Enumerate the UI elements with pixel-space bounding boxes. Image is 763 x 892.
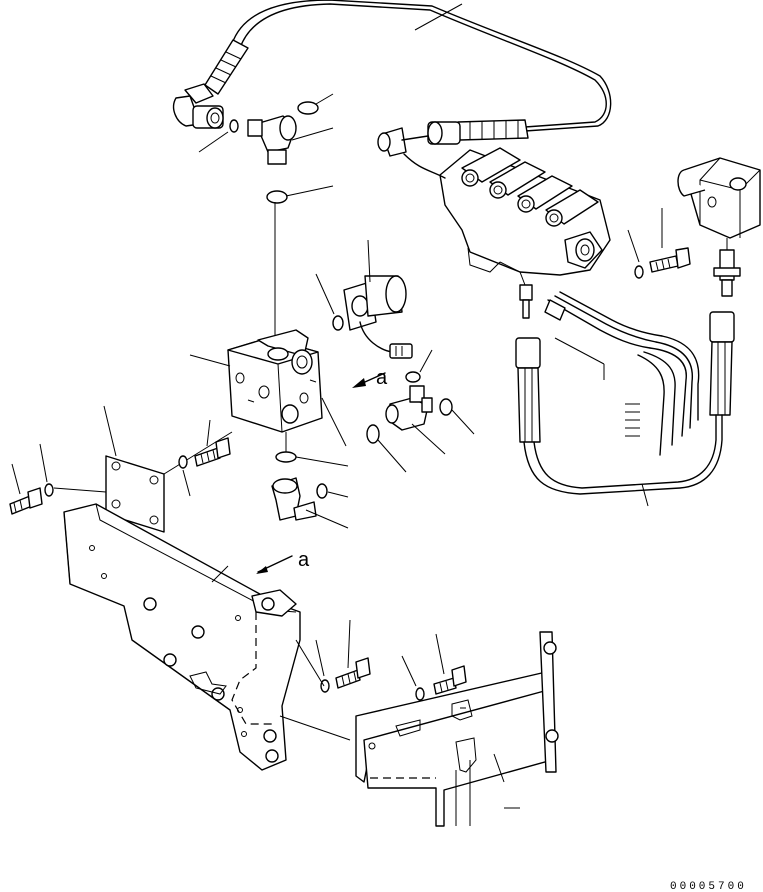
assembly-axis-line — [322, 398, 346, 446]
check-valve-fitting — [386, 386, 432, 430]
top-hydraulic-hose — [174, 0, 611, 144]
bolt-washer-mid — [179, 438, 230, 468]
assembly-axis-line — [296, 640, 324, 686]
o-ring — [267, 191, 287, 203]
hidden-outline — [232, 612, 272, 724]
leader-line — [212, 566, 228, 582]
leader-line — [316, 94, 333, 104]
bolt-washer-lower — [416, 666, 466, 700]
bolt-washer-left — [10, 484, 53, 514]
o-ring — [276, 452, 296, 462]
leader-line — [286, 186, 333, 196]
control-valve-bank — [440, 148, 610, 318]
leader-line — [412, 424, 445, 454]
leader-line — [207, 420, 210, 446]
pilot-valve-block — [678, 158, 760, 296]
drawing-number: 00005700 — [670, 881, 747, 892]
leader-line — [348, 620, 350, 668]
assembly-axis-line — [164, 432, 232, 474]
leader-line — [190, 355, 230, 366]
leader-line — [12, 464, 20, 494]
leader-line — [306, 510, 348, 528]
leader-line — [415, 4, 462, 30]
leader-line — [199, 132, 228, 152]
leader-line — [316, 640, 324, 676]
assembly-axis-line — [54, 488, 106, 492]
leader-line — [378, 440, 406, 472]
mounting-plate — [106, 456, 164, 532]
leader-line — [368, 240, 370, 282]
o-ring — [298, 102, 318, 114]
leader-line — [183, 470, 190, 496]
leader-line — [628, 230, 639, 262]
elbow-fitting-upper — [248, 116, 296, 164]
bolt-washer-center — [321, 658, 370, 692]
leader-line — [436, 634, 444, 674]
leader-line — [555, 338, 604, 364]
view-direction-arrow-a — [352, 373, 385, 388]
pipe-line — [404, 154, 445, 178]
o-ring — [230, 120, 238, 132]
lower-hydraulic-hose — [516, 312, 734, 494]
o-ring — [333, 316, 343, 330]
leader-line — [40, 444, 47, 482]
leader-line — [402, 656, 416, 686]
support-bracket — [356, 632, 558, 826]
o-ring — [406, 372, 420, 382]
o-ring — [317, 484, 327, 498]
frame-bracket — [64, 504, 300, 770]
leader-line — [452, 410, 474, 434]
leader-line — [420, 350, 432, 372]
assembly-axis-line — [280, 716, 350, 740]
manifold-block — [228, 330, 322, 432]
bolt-washer-right — [635, 248, 690, 278]
leader-line — [494, 754, 504, 782]
leader-line — [328, 492, 348, 497]
solenoid-coil — [344, 276, 412, 358]
view-marker-label: a — [298, 549, 310, 571]
view-marker-arrow — [256, 566, 268, 574]
leader-line — [292, 128, 333, 140]
elbow-fitting-valve — [378, 128, 428, 156]
o-ring — [367, 425, 379, 443]
view-label: a — [376, 367, 388, 389]
o-ring — [440, 399, 452, 415]
wire-harness — [545, 292, 699, 455]
leader-line — [642, 484, 648, 506]
elbow-fitting-lower — [272, 478, 316, 520]
leader-line — [316, 274, 334, 314]
leader-line — [104, 406, 116, 456]
leader-line — [296, 457, 348, 466]
